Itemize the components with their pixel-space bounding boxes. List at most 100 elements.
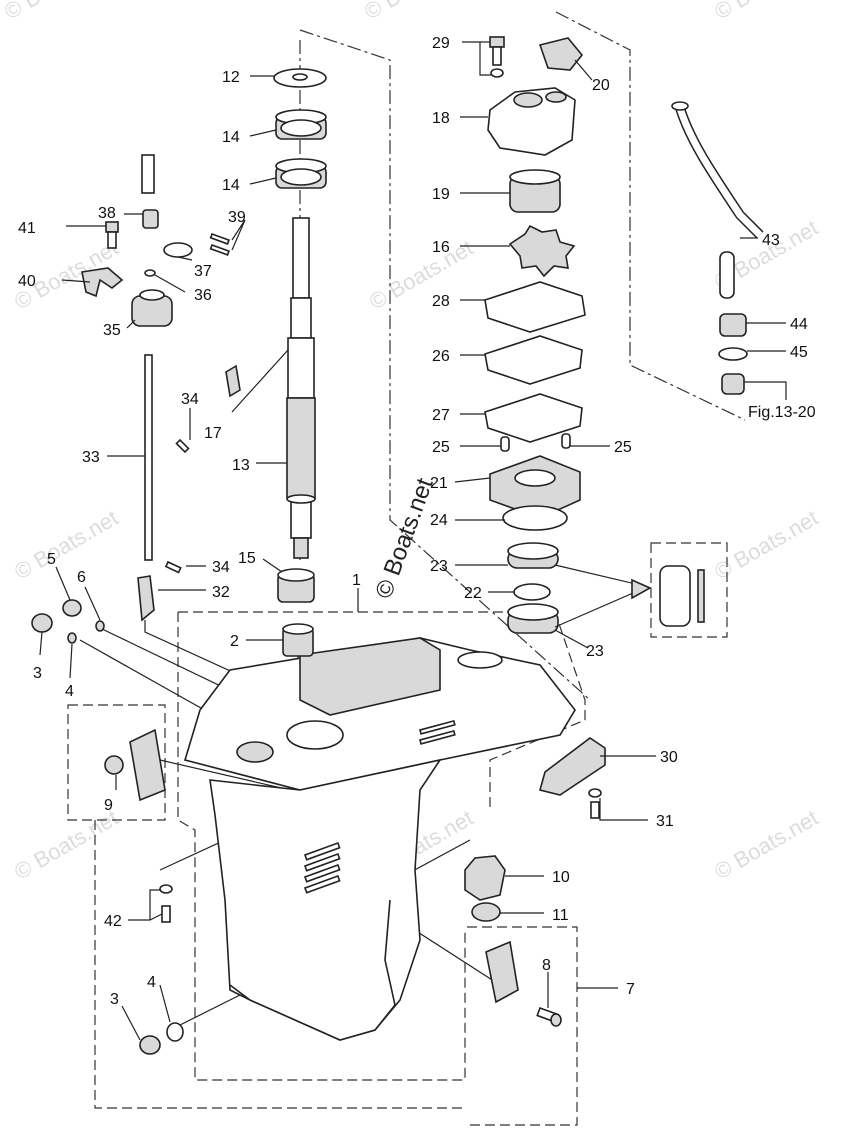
bolt-31 <box>588 788 602 819</box>
callout-c22: 22 <box>464 585 482 602</box>
bolt-8 <box>536 1006 562 1027</box>
callout-c26: 26 <box>432 348 450 365</box>
guide-tube <box>141 154 155 194</box>
seal-23-lower <box>507 603 559 634</box>
cam-40 <box>81 267 124 298</box>
callout-c3b: 3 <box>110 991 119 1008</box>
cooling-slots <box>303 719 456 894</box>
callout-c13: 13 <box>232 457 250 474</box>
pin-25-left <box>500 436 510 452</box>
shift-assembly <box>81 154 230 622</box>
o-ring-37 <box>163 242 193 258</box>
callout-c8: 8 <box>542 957 551 974</box>
callout-cfig: Fig.13-20 <box>748 404 816 421</box>
gasket-27 <box>484 393 583 443</box>
insert-19 <box>509 169 561 213</box>
water-tube-assembly <box>671 101 764 395</box>
gasket-28 <box>484 281 586 333</box>
seal-20 <box>538 37 584 71</box>
callout-c16: 16 <box>432 239 450 256</box>
callout-c7: 7 <box>626 981 635 998</box>
callout-c2: 2 <box>230 633 239 650</box>
grommet-44 <box>719 313 747 337</box>
drain-plugs <box>31 599 105 644</box>
callout-c14b: 14 <box>222 177 240 194</box>
callout-c21: 21 <box>430 475 448 492</box>
gasket-4 <box>67 632 77 644</box>
watermark: © Boats.net <box>10 805 122 884</box>
callout-c31: 31 <box>656 813 674 830</box>
pins-39 <box>209 232 230 256</box>
o-ring-45 <box>718 347 748 361</box>
callout-c3a: 3 <box>33 665 42 682</box>
bearing-14-upper <box>275 109 327 140</box>
grommet-35 <box>131 289 173 327</box>
plug-5 <box>62 599 82 617</box>
watermark: © Boats.net <box>710 0 822 24</box>
callout-c34a: 34 <box>181 391 199 408</box>
leader-lines <box>39 41 787 1041</box>
callout-c41: 41 <box>18 220 36 237</box>
watermark: © Boats.net <box>10 505 122 584</box>
callout-c40: 40 <box>18 273 36 290</box>
watermark: © Boats.net <box>360 0 472 24</box>
callout-c9: 9 <box>104 797 113 814</box>
callout-c38: 38 <box>98 205 116 222</box>
watermark: © Boats.net <box>0 0 112 24</box>
callout-c18: 18 <box>432 110 450 127</box>
bolt-42 <box>159 884 173 923</box>
callout-c32: 32 <box>212 584 230 601</box>
grommet-fig <box>721 373 745 395</box>
gasket-6 <box>95 620 105 632</box>
o-ring-36 <box>144 269 156 277</box>
seal-orientation-detail <box>659 565 705 627</box>
lower-parts <box>104 728 606 1055</box>
callout-c24: 24 <box>430 512 448 529</box>
callout-c37: 37 <box>194 263 212 280</box>
plate-26 <box>484 335 583 385</box>
callout-c30: 30 <box>660 749 678 766</box>
pin-38 <box>142 209 159 229</box>
housing-21 <box>489 455 581 519</box>
nut-11 <box>471 902 501 922</box>
callout-c10: 10 <box>552 869 570 886</box>
callout-c19: 19 <box>432 186 450 203</box>
callout-c28: 28 <box>432 293 450 310</box>
anode-7 <box>485 940 519 1004</box>
gear-10 <box>464 855 506 901</box>
key-17 <box>225 364 241 398</box>
anode-9-plate <box>129 728 166 802</box>
callout-c33: 33 <box>82 449 100 466</box>
o-ring-24 <box>502 505 568 531</box>
callout-c5: 5 <box>47 551 56 568</box>
callout-c14a: 14 <box>222 129 240 146</box>
callout-c27: 27 <box>432 407 450 424</box>
pin-25-right <box>561 433 571 449</box>
impeller-16 <box>508 224 576 278</box>
callout-c34b: 34 <box>212 559 230 576</box>
gear-case-1 <box>183 623 576 1041</box>
callout-c25a: 25 <box>432 439 450 456</box>
water-pump-assembly <box>484 36 705 634</box>
callout-c29: 29 <box>432 35 450 52</box>
center-watermark: © Boats.net <box>370 474 438 602</box>
callout-c4a: 4 <box>65 683 74 700</box>
callout-c43: 43 <box>762 232 780 249</box>
bushing-15 <box>277 568 315 603</box>
spacer-22 <box>513 583 551 601</box>
callout-c6: 6 <box>77 569 86 586</box>
callout-c25b: 25 <box>614 439 632 456</box>
anode-30 <box>539 737 606 796</box>
callout-c1: 1 <box>352 572 361 589</box>
pump-case-18 <box>487 87 576 156</box>
pin-34-upper <box>175 438 190 454</box>
callout-c23a: 23 <box>430 558 448 575</box>
callout-c15: 15 <box>238 550 256 567</box>
watermark: © Boats.net <box>365 235 477 314</box>
callout-c45: 45 <box>790 344 808 361</box>
callout-c4b: 4 <box>147 974 156 991</box>
seal-23-upper <box>507 542 559 569</box>
tube-43-lower <box>719 251 735 299</box>
